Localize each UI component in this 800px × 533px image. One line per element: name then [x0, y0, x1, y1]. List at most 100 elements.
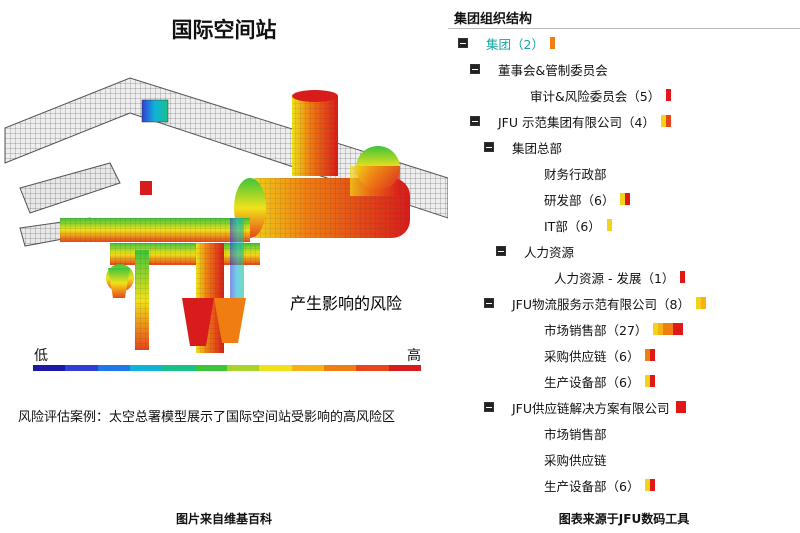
- risk-segment: [620, 193, 626, 205]
- risk-indicator-bar: [606, 219, 612, 231]
- risk-indicator-bar: [666, 89, 672, 101]
- tree-node[interactable]: 董事会&管制委员会: [470, 59, 614, 79]
- collapse-toggle-icon[interactable]: [458, 38, 468, 48]
- tree-node-label: JFU供应链解决方案有限公司: [512, 400, 670, 416]
- risk-indicator-bar: [620, 193, 631, 205]
- risk-indicator-bar: [549, 37, 555, 49]
- tree-node[interactable]: JFU 示范集团有限公司（4）: [470, 111, 671, 131]
- collapse-toggle-icon[interactable]: [484, 298, 494, 308]
- tree-node[interactable]: 财务行政部: [544, 163, 613, 183]
- risk-segment: [680, 271, 686, 283]
- risk-segment: [650, 479, 656, 491]
- risk-segment: [645, 479, 651, 491]
- scale-segment: [291, 365, 324, 371]
- risk-segment: [660, 115, 666, 127]
- tree-node-label: 董事会&管制委员会: [498, 62, 608, 78]
- space-station-risk-image: 产生影响的风险 低 高: [0, 68, 448, 380]
- risk-segment: [666, 89, 672, 101]
- scale-segment: [323, 365, 357, 371]
- scale-segment: [226, 365, 260, 371]
- tree-node-label: 财务行政部: [544, 166, 607, 182]
- risk-segment: [663, 323, 669, 335]
- risk-segment: [695, 297, 701, 309]
- space-station-model-illustration: [4, 77, 448, 353]
- tree-node-label: 生产设备部（6）: [544, 374, 640, 390]
- scale-segment: [129, 365, 163, 371]
- tree-node-label: 研发部（6）: [544, 192, 615, 208]
- collapse-toggle-icon[interactable]: [496, 246, 506, 256]
- tree-node-label: 集团（2）: [486, 36, 544, 52]
- tree-node[interactable]: 集团总部: [484, 137, 568, 157]
- tree-node[interactable]: 市场销售部: [544, 423, 613, 443]
- chart-source-note: 图表来源于JFU数码工具: [558, 512, 690, 526]
- collapse-toggle-icon[interactable]: [484, 402, 494, 412]
- collapse-toggle-icon[interactable]: [470, 64, 480, 74]
- tree-node-label: 市场销售部（27）: [544, 322, 648, 338]
- risk-segment: [675, 401, 681, 413]
- tree-node-label: 采购供应链（6）: [544, 348, 640, 364]
- risk-segment: [665, 115, 671, 127]
- tree-node-label: 市场销售部: [544, 426, 607, 442]
- tree-node[interactable]: 生产设备部（6）: [544, 371, 656, 391]
- scale-segment: [97, 365, 130, 371]
- risk-indicator-bar: [660, 115, 671, 127]
- risk-segment: [549, 37, 555, 49]
- risk-segment: [678, 323, 684, 335]
- image-source-note: 图片来自维基百科: [175, 512, 272, 526]
- scale-low-label: 低: [34, 348, 48, 364]
- tree-node[interactable]: 人力资源: [496, 241, 580, 261]
- risk-segment: [653, 323, 659, 335]
- tree-node-label: JFU 示范集团有限公司（4）: [498, 114, 655, 130]
- risk-indicator-bar: [653, 323, 684, 335]
- tree-node[interactable]: 集团（2）: [458, 33, 555, 53]
- scale-segment: [33, 365, 66, 371]
- tree-node[interactable]: JFU物流服务示范有限公司（8）: [484, 293, 706, 313]
- collapse-toggle-icon[interactable]: [470, 116, 480, 126]
- tree-node[interactable]: 研发部（6）: [544, 189, 631, 209]
- risk-segment: [625, 193, 631, 205]
- risk-segment: [606, 219, 612, 231]
- scale-segment: [356, 365, 389, 371]
- scale-segment: [162, 365, 195, 371]
- tree-node-label: 审计&风险委员会（5）: [530, 88, 661, 104]
- tree-node-label: 生产设备部（6）: [544, 478, 640, 494]
- scale-segment: [194, 365, 227, 371]
- tree-node[interactable]: 采购供应链: [544, 449, 613, 469]
- risk-segment: [645, 349, 651, 361]
- risk-segment: [658, 323, 664, 335]
- tree-node-label: 人力资源 - 发展（1）: [554, 270, 675, 286]
- tree-node-label: JFU物流服务示范有限公司（8）: [512, 296, 690, 312]
- risk-indicator-bar: [645, 349, 656, 361]
- collapse-toggle-icon[interactable]: [484, 142, 494, 152]
- figure-title: 国际空间站: [171, 18, 277, 42]
- risk-indicator-bar: [645, 479, 656, 491]
- tree-node[interactable]: 生产设备部（6）: [544, 475, 656, 495]
- risk-indicator-bar: [645, 375, 656, 387]
- tree-node-label: IT部（6）: [544, 218, 601, 234]
- tree-node[interactable]: JFU供应链解决方案有限公司: [484, 397, 686, 417]
- risk-impact-label: 产生影响的风险: [290, 294, 403, 313]
- risk-segment: [650, 349, 656, 361]
- tree-node[interactable]: 人力资源 - 发展（1）: [554, 267, 686, 287]
- scale-segment: [259, 365, 292, 371]
- figure-panel: 国际空间站: [0, 18, 448, 526]
- org-structure-panel: 集团组织结构 集团（2） 董事会&管制委员会审计&风险委员会（5） JFU 示范集团…: [448, 0, 800, 533]
- risk-segment: [650, 375, 656, 387]
- risk-indicator-bar: [680, 271, 686, 283]
- tree-node[interactable]: 采购供应链（6）: [544, 345, 656, 365]
- risk-segment: [700, 297, 706, 309]
- tree-node-label: 集团总部: [512, 140, 563, 156]
- tree-node[interactable]: IT部（6）: [544, 215, 612, 235]
- risk-segment: [645, 375, 651, 387]
- tree-node[interactable]: 市场销售部（27）: [544, 319, 684, 339]
- tree-node[interactable]: 审计&风险委员会（5）: [530, 85, 672, 105]
- scale-segment: [388, 365, 421, 371]
- org-tree-title: 集团组织结构: [454, 12, 533, 27]
- risk-color-scale: [33, 365, 421, 371]
- risk-indicator-bar: [675, 401, 686, 413]
- title-divider: [448, 28, 800, 29]
- tree-node-label: 采购供应链: [544, 452, 607, 468]
- figure-caption: 风险评估案例：太空总署模型展示了国际空间站受影响的高风险区: [18, 410, 396, 425]
- risk-segment: [680, 401, 686, 413]
- risk-indicator-bar: [695, 297, 706, 309]
